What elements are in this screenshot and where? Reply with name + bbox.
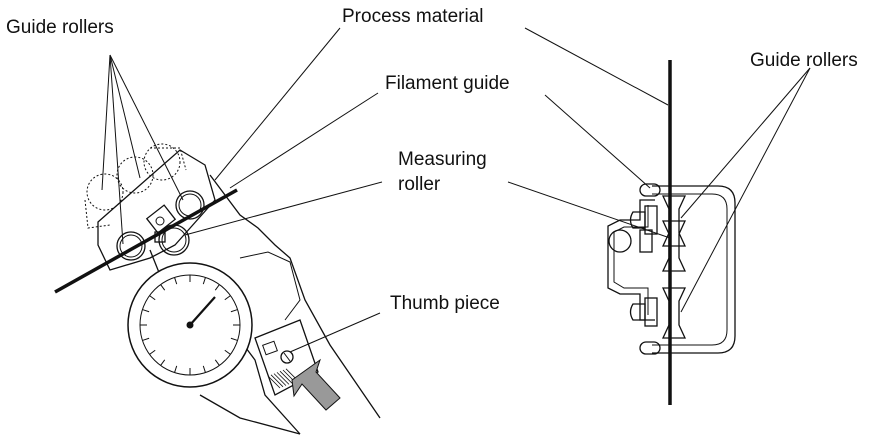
measuring-roller-inner (161, 227, 187, 253)
ghost-plate-outline (84, 147, 187, 229)
leader-guide-rollers-right-2 (680, 67, 811, 313)
label-measuring-roller-line1: Measuring (398, 149, 487, 170)
dial-tick (224, 295, 231, 301)
measuring-roller-knob (608, 229, 632, 253)
leader-measuring-roller-right (507, 181, 671, 239)
dial-tick (149, 295, 156, 301)
roller-bracket-hole (155, 216, 165, 226)
thumb-piece-slot (262, 340, 278, 356)
label-guide-rollers-right: Guide rollers (750, 50, 858, 71)
label-measuring-roller-line2: roller (398, 174, 441, 195)
leader-guide-rollers-left-2 (109, 54, 141, 179)
ghost-roller-1 (86, 173, 124, 211)
label-filament-guide: Filament guide (385, 73, 510, 94)
thumb-grip-ridge (270, 374, 284, 388)
leader-lines (101, 27, 811, 353)
ghost-roller-2 (116, 156, 154, 194)
leader-guide-rollers-left-1 (101, 54, 111, 191)
dial-tick (149, 349, 156, 355)
dial-tick (174, 277, 178, 285)
meter-top-plate (97, 149, 216, 271)
roller-bracket-right-inner (613, 205, 649, 315)
leader-guide-rollers-left-3 (109, 54, 124, 245)
roller-bracket-right (607, 199, 655, 321)
process-material-left (54, 188, 238, 294)
guide-roller-bottom-inner (119, 234, 143, 258)
label-process-material: Process material (342, 6, 484, 27)
thumb-piece-screw-slot (283, 352, 291, 362)
roller-assembly-detail (607, 60, 736, 405)
roller-bracket (145, 204, 177, 234)
thumb-piece-screw (280, 350, 294, 364)
filament-guide-inner (652, 193, 728, 346)
filament-guide-end-top (639, 183, 661, 197)
leader-process-material-left (214, 27, 341, 181)
dial-tick (202, 365, 206, 373)
leader-process-material-right (524, 27, 669, 106)
dial-tick (214, 284, 220, 291)
thumb-grip-ridge (267, 375, 281, 389)
dial-tick (230, 337, 238, 341)
leader-thumb-piece (289, 312, 381, 353)
dial-tick (230, 309, 238, 313)
leader-guide-rollers-right-1 (680, 67, 811, 219)
guide-roller-right-bottom (661, 287, 687, 339)
dial-tick (160, 284, 166, 291)
label-thumb-piece: Thumb piece (390, 293, 500, 314)
dial-tick (142, 337, 150, 341)
guide-roller-right-bottom-nut (629, 303, 646, 321)
tension-meter-instrument (54, 143, 381, 435)
labels: Guide rollers Process material Filament … (6, 6, 858, 314)
thumb-grip-ridge (279, 370, 293, 384)
measuring-roller-right-shaft (639, 229, 653, 253)
filament-guide (652, 185, 736, 354)
dial-needle (189, 296, 216, 326)
measuring-roller-right (661, 220, 687, 272)
filament-guide-end-bottom (639, 341, 661, 355)
dial-tick (174, 365, 178, 373)
meter-inner-panel (239, 251, 301, 321)
guide-roller-bottom (116, 231, 146, 261)
dial-tick (160, 359, 166, 366)
thumb-grip-ridge (276, 372, 290, 385)
leader-guide-rollers-left-4 (109, 54, 184, 201)
label-guide-rollers-left: Guide rollers (6, 17, 114, 38)
guide-roller-right-top (661, 195, 687, 247)
guide-roller-top (175, 190, 205, 220)
dial-center-hub (186, 321, 194, 329)
dial-tick (214, 359, 220, 366)
thumb-arrow-icon (291, 358, 341, 411)
meter-handle-outline (209, 174, 381, 419)
leader-filament-guide-left (229, 92, 379, 189)
dial-tick (224, 349, 231, 355)
leader-filament-guide-right (544, 94, 651, 189)
thumb-grip-ridge (273, 373, 287, 386)
meter-body-lower-edge (199, 394, 301, 435)
dial-tick (142, 309, 150, 313)
dial-tick (202, 277, 206, 285)
guide-roller-right-top-nut (629, 211, 646, 229)
ghost-roller-3 (143, 143, 181, 181)
guide-roller-right-bottom-shaft (644, 297, 658, 327)
leader-measuring-roller-left (184, 181, 383, 236)
dial-ticks (140, 275, 240, 375)
